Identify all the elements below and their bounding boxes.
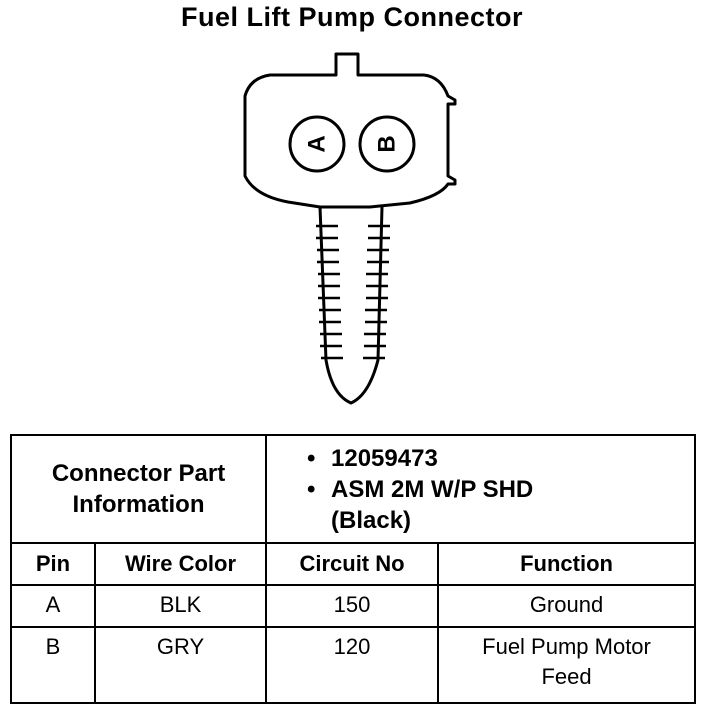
part-label-line: Information bbox=[72, 491, 205, 518]
pin-b-circle: B bbox=[358, 115, 416, 173]
connector-illustration: A B bbox=[243, 52, 457, 405]
column-header-pin: Pin bbox=[10, 542, 96, 586]
wire-color-cell: GRY bbox=[93, 626, 268, 704]
column-header-circuit-no: Circuit No bbox=[265, 542, 440, 586]
pin-cell: B bbox=[10, 626, 96, 704]
pin-a-circle: A bbox=[288, 115, 346, 173]
circuit-cell: 120 bbox=[265, 626, 440, 704]
wire-pigtail bbox=[318, 206, 384, 405]
connector-housing bbox=[243, 52, 457, 209]
function-cell: Ground bbox=[437, 584, 697, 628]
pin-a-label: A bbox=[304, 135, 331, 152]
diagram-title: Fuel Lift Pump Connector bbox=[181, 2, 523, 32]
part-color: (Black) bbox=[331, 506, 412, 534]
part-description: •ASM 2M W/P SHD bbox=[307, 475, 534, 503]
table-row: B GRY 120 Fuel Pump Motor Feed bbox=[10, 626, 697, 704]
circuit-cell: 150 bbox=[265, 584, 440, 628]
pin-b-label: B bbox=[374, 135, 401, 152]
column-header-function: Function bbox=[437, 542, 697, 586]
column-header-wire-color: Wire Color bbox=[93, 542, 268, 586]
part-number: •12059473 bbox=[307, 444, 438, 472]
table-row: A BLK 150 Ground bbox=[10, 584, 697, 628]
connector-part-info-values: •12059473 •ASM 2M W/P SHD (Black) bbox=[265, 434, 697, 544]
connector-part-info-label: Connector Part Information bbox=[9, 434, 268, 544]
part-label-line: Connector Part bbox=[51, 460, 226, 487]
pin-cell: A bbox=[10, 584, 96, 628]
wire-color-cell: BLK bbox=[93, 584, 268, 628]
function-cell: Fuel Pump Motor Feed bbox=[437, 626, 697, 704]
wire-ribs bbox=[316, 224, 390, 360]
connector-info-table: Connector Part Information •12059473 •AS… bbox=[9, 434, 697, 704]
